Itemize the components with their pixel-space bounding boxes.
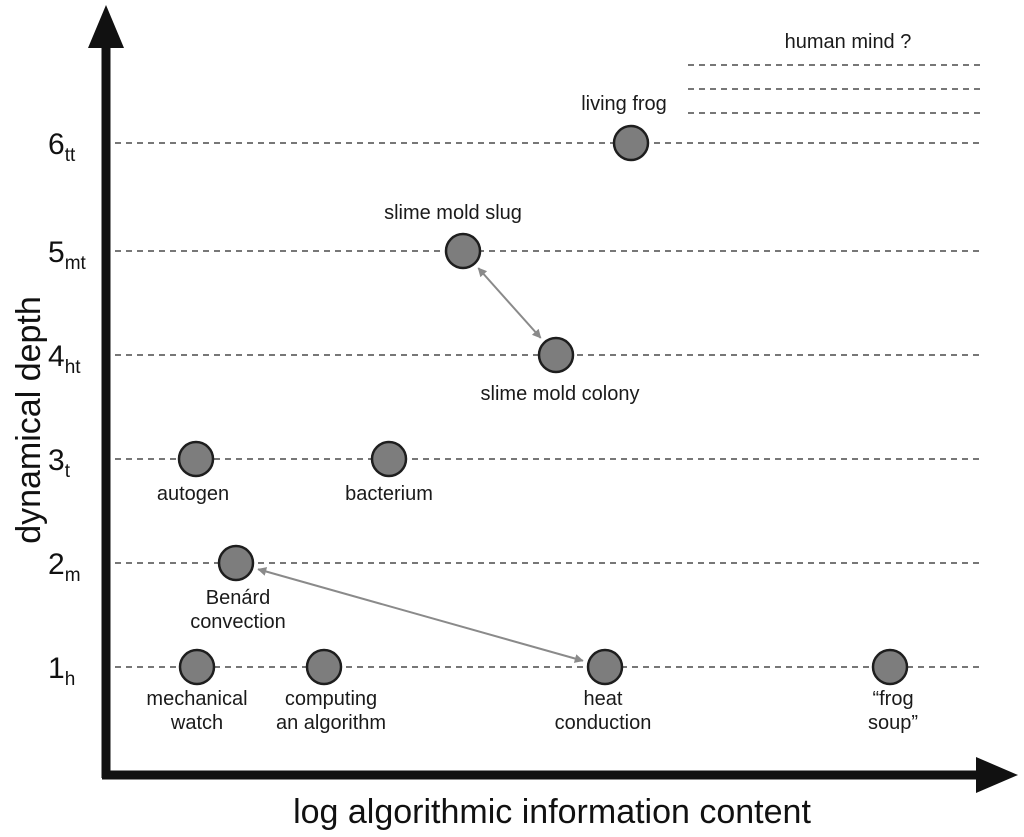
y-axis-arrowhead — [88, 5, 124, 48]
label-living-frog: living frog — [581, 93, 667, 115]
point-mechanical-watch — [178, 648, 216, 686]
x-axis-arrowhead — [976, 757, 1018, 793]
y-tick-2m: 2m — [48, 548, 81, 586]
y-tick-3t: 3t — [48, 444, 71, 482]
y-tick-labels: 1h 2m 3t 4ht 5mt 6tt — [48, 128, 87, 690]
arrow-slime-mold-slug-to-slime-mold-colony — [477, 267, 542, 339]
point-computing-an-algorithm — [305, 648, 343, 686]
x-axis-title: log algorithmic information content — [293, 793, 811, 831]
point-slime-mold-slug — [444, 232, 482, 270]
point-bacterium — [370, 440, 408, 478]
y-axis-title: dynamical depth — [10, 296, 48, 544]
point-slime-mold-colony — [537, 336, 575, 374]
point-benard-convection — [217, 544, 255, 582]
point-frog-soup — [871, 648, 909, 686]
label-slime-mold-colony: slime mold colony — [481, 383, 640, 405]
y-tick-1h: 1h — [48, 652, 75, 690]
y-tick-4ht: 4ht — [48, 340, 81, 378]
relation-arrows — [257, 267, 584, 663]
label-bacterium: bacterium — [345, 483, 433, 505]
human-mind-dashes — [688, 64, 983, 114]
point-living-frog — [612, 124, 650, 162]
label-autogen: autogen — [157, 483, 229, 505]
y-tick-6tt: 6tt — [48, 128, 76, 166]
arrow-benard-convection-to-heat-conduction — [257, 567, 584, 663]
point-heat-conduction — [586, 648, 624, 686]
y-tick-5mt: 5mt — [48, 236, 87, 274]
point-autogen — [177, 440, 215, 478]
data-points — [177, 124, 909, 686]
label-slime-mold-slug: slime mold slug — [384, 202, 522, 224]
human-mind-annotation: human mind ? — [785, 31, 912, 53]
